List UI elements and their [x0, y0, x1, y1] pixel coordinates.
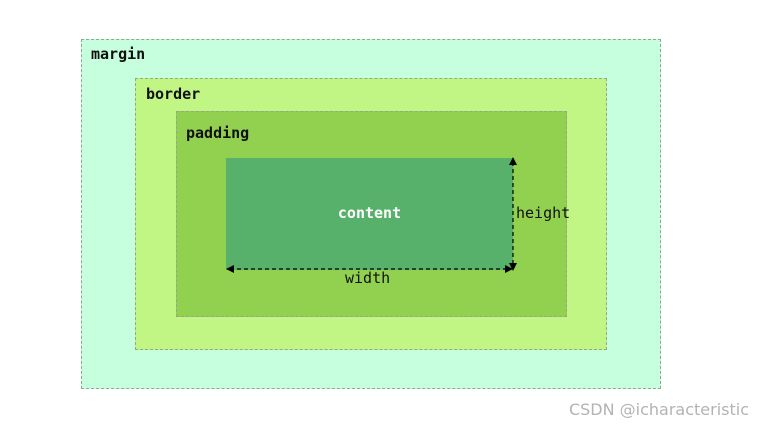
- border-label: border: [146, 85, 201, 103]
- height-arrow-head-bottom: [509, 263, 517, 271]
- padding-label: padding: [186, 124, 250, 142]
- watermark: CSDN @icharacteristic: [568, 400, 749, 419]
- height-arrow-head-top: [509, 157, 517, 165]
- content-label: content: [337, 204, 402, 222]
- width-arrow-head-left: [226, 265, 234, 273]
- width-arrow-head-right: [505, 265, 513, 273]
- height-label: height: [516, 204, 571, 222]
- margin-label: margin: [91, 45, 146, 63]
- content-area: [226, 158, 513, 270]
- width-label: width: [345, 269, 391, 287]
